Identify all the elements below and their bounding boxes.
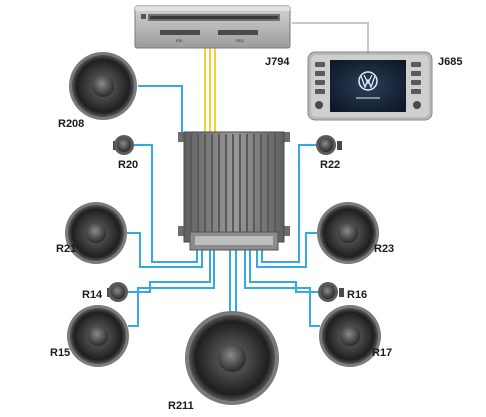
speaker-r21 — [65, 202, 127, 264]
head-unit-slot-right: SD2 — [236, 38, 245, 43]
head-unit-slot-left: ESI — [176, 38, 182, 43]
speaker-r23 — [317, 202, 379, 264]
tweeter-icon — [113, 135, 134, 155]
amplifier — [178, 131, 290, 251]
speaker-r22 — [316, 135, 342, 155]
tweeter-icon — [316, 135, 342, 155]
head-unit: ESI SD2 — [134, 5, 291, 49]
speaker-r208 — [69, 52, 137, 120]
display-label: J685 — [438, 56, 462, 68]
speaker-cone-icon — [319, 305, 381, 367]
speaker-cone-icon — [67, 305, 129, 367]
speaker-wires — [126, 85, 320, 327]
speaker-cone-icon — [69, 52, 137, 120]
speaker-cone-icon — [317, 202, 379, 264]
data-bus-wires — [204, 48, 216, 134]
speaker-r14-label: R14 — [82, 289, 103, 301]
speaker-r211-label: R211 — [168, 400, 194, 412]
tweeter-icon — [318, 282, 344, 302]
vw-logo-icon — [358, 71, 378, 91]
speaker-r17 — [319, 305, 381, 367]
speaker-r22-label: R22 — [320, 159, 340, 171]
speaker-cone-icon — [65, 202, 127, 264]
speaker-r15 — [67, 305, 129, 367]
speaker-r17-label: R17 — [372, 347, 392, 359]
speaker-r211 — [185, 311, 279, 405]
speaker-r14 — [107, 282, 128, 302]
display-link-wire — [292, 22, 369, 52]
speaker-r16 — [318, 282, 344, 302]
speaker-r20 — [113, 135, 134, 155]
speaker-r208-label: R208 — [58, 118, 84, 130]
speaker-cone-icon — [185, 311, 279, 405]
speaker-r21-label: R21 — [56, 243, 76, 255]
speaker-r23-label: R23 — [374, 243, 394, 255]
speaker-r16-label: R16 — [347, 289, 367, 301]
head-unit-label: J794 — [265, 56, 290, 68]
speaker-r15-label: R15 — [50, 347, 70, 359]
tweeter-icon — [107, 282, 128, 302]
speaker-r20-label: R20 — [118, 159, 138, 171]
infotainment-display — [307, 51, 433, 121]
eject-icon — [141, 14, 146, 19]
